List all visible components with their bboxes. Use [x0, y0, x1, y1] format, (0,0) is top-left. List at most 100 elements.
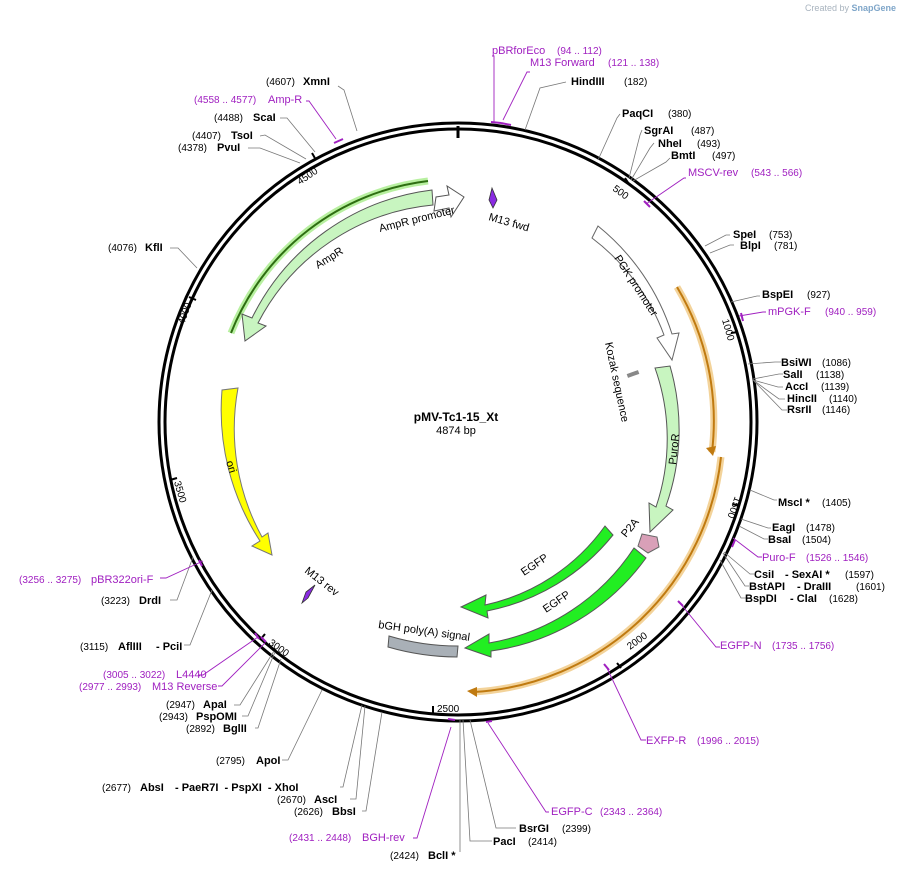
- primer-name-pbr322ori-f: pBR322ori-F: [91, 574, 154, 586]
- enzyme-name-bglii: BglII: [223, 723, 247, 735]
- primer-pos-puro-f: (1526 .. 1546): [806, 553, 868, 564]
- enzyme-pos-drdi: (3223): [101, 596, 130, 607]
- enzyme-name-apoi: ApoI: [256, 755, 280, 767]
- puror-orf-arrowhead: [706, 446, 716, 456]
- enzyme-pos-pspomi: (2943): [159, 712, 188, 723]
- enzyme-pos-bcli: (2424): [390, 851, 419, 862]
- enzyme-name-nhei: NheI: [658, 138, 682, 150]
- egfp-feature-1: [459, 525, 614, 619]
- primer-pos-mpgk-f: (940 .. 959): [825, 307, 876, 318]
- enzyme-pos-nhei: (493): [697, 139, 720, 150]
- primer-name-exfp-r: EXFP-R: [646, 735, 686, 747]
- primer-pos-egfp-n: (1735 .. 1756): [772, 641, 834, 652]
- bgh-polya-feature: [387, 635, 459, 658]
- enzyme-name2-paer7i: - PaeR7I - PspXI - XhoI: [175, 782, 298, 794]
- primer-name-m13-forward: M13 Forward: [530, 57, 595, 69]
- enzyme-pos-paci: (2414): [528, 837, 557, 848]
- plasmid-length: 4874 bp: [436, 425, 476, 437]
- enzyme-name-absi: AbsI: [140, 782, 164, 794]
- m13-fwd-feature: [488, 186, 498, 209]
- enzyme-pos-paqci: (380): [668, 109, 691, 120]
- ring-tick-marks: [169, 152, 740, 715]
- tick-1500: 1500: [724, 495, 742, 520]
- enzyme-name-bstapi: BstAPI: [749, 581, 785, 593]
- enzyme-pos-afliii: (3115): [80, 642, 108, 653]
- enzyme-name-apai: ApaI: [203, 699, 227, 711]
- egfp-label-2: EGFP: [541, 589, 573, 616]
- ori-feature: [220, 387, 273, 556]
- enzyme-name-xmni: XmnI: [303, 76, 330, 88]
- enzyme-pos-spei: (753): [769, 230, 792, 241]
- enzyme-pos-bbsi: (2626): [294, 807, 323, 818]
- enzyme-pos-absi: (2677): [102, 783, 131, 794]
- enzyme-pos-bsai: (1504): [802, 535, 831, 546]
- kozak-label: Kozak sequence: [602, 341, 631, 423]
- primer-name-egfp-c: EGFP-C: [551, 806, 593, 818]
- enzyme-pos-bmti: (497): [712, 151, 735, 162]
- enzyme-name-afliii: AflIII: [118, 641, 142, 653]
- primer-leader-lines: [160, 55, 766, 839]
- enzyme-name-drdi: DrdI: [139, 595, 161, 607]
- enzyme-pos-bglii: (2892): [186, 724, 215, 735]
- tick-2500: 2500: [437, 704, 460, 715]
- enzyme-name2-clai: - ClaI: [790, 593, 817, 605]
- snapgene-logo-text: SnapGene: [851, 3, 896, 13]
- enzyme-name-sgrai: SgrAI: [644, 125, 673, 137]
- primer-pos-amp-r: (4558 .. 4577): [194, 95, 256, 106]
- enzyme-pos-eagi: (1478): [806, 523, 835, 534]
- primer-name-pbrforeco: pBRforEco: [492, 45, 545, 57]
- enzyme-leader-lines: [170, 81, 787, 852]
- enzyme-pos-msci: (1405): [822, 498, 851, 509]
- enzyme-pos-rsrii: (1146): [822, 405, 850, 416]
- enzyme-name-bsiwi: BsiWI: [781, 357, 812, 369]
- primer-pos-egfp-c: (2343 .. 2364): [600, 807, 662, 818]
- primer-pos-mscv-rev: (543 .. 566): [751, 168, 802, 179]
- enzyme-pos-kfli: (4076): [108, 243, 137, 254]
- primer-pos-pbrforeco: (94 .. 112): [557, 46, 602, 57]
- egfp-orf-outline: [473, 456, 725, 696]
- primer-name-puro-f: Puro-F: [762, 552, 796, 564]
- primer-name-egfp-n: EGFP-N: [720, 640, 762, 652]
- enzyme-name-msci: MscI *: [778, 497, 811, 509]
- enzyme-pos-scai: (4488): [214, 113, 243, 124]
- enzyme-pos-csii: (1597): [845, 570, 874, 581]
- puror-orf-line: [676, 286, 715, 453]
- enzyme-pos-tsoi: (4407): [192, 131, 221, 142]
- enzyme-pos-sali: (1138): [816, 370, 844, 381]
- enzyme-name-blpi: BlpI: [740, 240, 761, 252]
- enzyme-name-hincii: HincII: [787, 393, 817, 405]
- enzyme-name-bmti: BmtI: [671, 150, 695, 162]
- egfp-feature-2: [463, 547, 647, 658]
- enzyme-name-bsai: BsaI: [768, 534, 791, 546]
- enzyme-name-sali: SalI: [783, 369, 803, 381]
- enzyme-name2-sexai: - SexAI *: [785, 569, 830, 581]
- enzyme-pos-sgrai: (487): [691, 126, 714, 137]
- snapgene-watermark: Created by SnapGene: [804, 3, 896, 13]
- egfp-label-1: EGFP: [519, 552, 551, 579]
- enzyme-pos-hindiii: (182): [624, 77, 647, 88]
- enzyme-name-paqci: PaqCI: [622, 108, 653, 120]
- enzyme-name-bspdi: BspDI: [745, 593, 777, 605]
- enzyme-name2-pcii: - PciI: [156, 641, 182, 653]
- enzyme-name-scai: ScaI: [253, 112, 276, 124]
- kozak-feature: [626, 370, 640, 378]
- primer-name-bgh-rev: BGH-rev: [362, 832, 405, 844]
- enzyme-name-eagi: EagI: [772, 522, 795, 534]
- primer-name-mscv-rev: MSCV-rev: [688, 167, 739, 179]
- egfp-orf-arrowhead: [467, 687, 477, 697]
- enzyme-pos-pvui: (4378): [178, 143, 207, 154]
- enzyme-name-bsrgi: BsrGI: [519, 823, 549, 835]
- enzyme-pos-bspdi: (1628): [829, 594, 858, 605]
- primer-pos-m13-reverse: (2977 .. 2993): [79, 682, 141, 693]
- enzyme-name-rsrii: RsrII: [787, 404, 811, 416]
- plasmid-name: pMV-Tc1-15_Xt: [414, 410, 498, 424]
- ori-label: ori: [223, 459, 238, 474]
- tick-500: 500: [610, 184, 630, 203]
- enzyme-pos-asci: (2670): [277, 795, 306, 806]
- enzyme-pos-acci: (1139): [821, 382, 849, 393]
- enzyme-pos-bsrgi: (2399): [562, 824, 591, 835]
- m13-rev-feature: [301, 584, 316, 605]
- primer-name-m13-reverse: M13 Reverse: [152, 681, 217, 693]
- enzyme-name-asci: AscI: [314, 794, 337, 806]
